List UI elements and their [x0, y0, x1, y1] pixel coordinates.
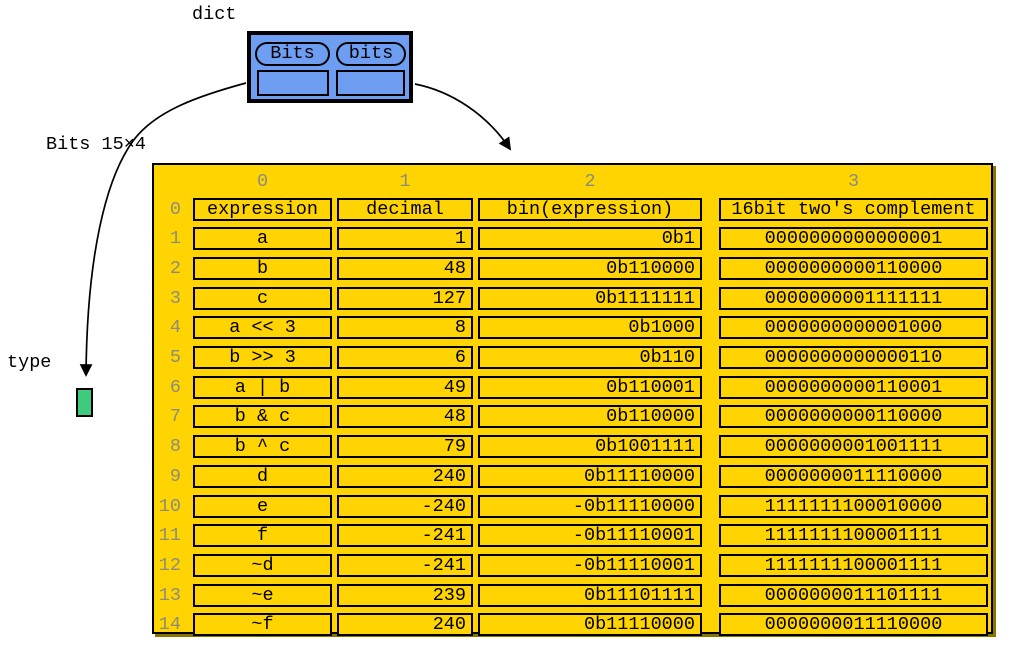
table-cell: 0000000000110000 — [719, 256, 988, 280]
table-cell: 0000000000001000 — [719, 316, 988, 340]
table-cell: 48 — [337, 256, 473, 280]
table-cell: -241 — [337, 553, 473, 577]
table-cell: 240 — [337, 464, 473, 488]
row-index: 5 — [169, 347, 181, 368]
dict-node: Bits bits — [247, 31, 413, 103]
table-cell: a << 3 — [193, 316, 332, 340]
table-cell: b >> 3 — [193, 346, 332, 369]
table-cell: 0b1000 — [478, 316, 702, 340]
table-cell: 0b11110000 — [478, 613, 702, 637]
table-cell: 0000000000110000 — [719, 405, 988, 429]
type-label: type — [7, 352, 52, 373]
table-cell: 16bit two's complement — [719, 197, 988, 221]
table-cell: 1111111100001111 — [719, 524, 988, 548]
table-cell: 0000000011110000 — [719, 613, 988, 637]
table-cell: 48 — [337, 405, 473, 429]
table-cell: 240 — [337, 613, 473, 637]
table-cell: 0000000000000110 — [719, 346, 988, 369]
table-cell: 6 — [337, 346, 473, 369]
table-cell: 0000000001111111 — [719, 286, 988, 310]
row-index: 12 — [158, 554, 181, 576]
row-index: 7 — [169, 406, 181, 428]
table-cell: e — [193, 494, 332, 518]
table-cell: f — [193, 524, 332, 548]
row-index: 13 — [158, 584, 181, 606]
table-cell: 0b11101111 — [478, 583, 702, 607]
type-node — [76, 388, 93, 417]
table-cell: 79 — [337, 435, 473, 459]
table-cell: 0b110000 — [478, 405, 702, 429]
table-cell: b ^ c — [193, 435, 332, 459]
table-cell: 0000000011110000 — [719, 464, 988, 488]
table-cell: -0b11110001 — [478, 553, 702, 577]
table-cell: 1 — [337, 227, 473, 251]
table-cell: 0000000000000001 — [719, 227, 988, 251]
row-index: 9 — [169, 465, 181, 487]
column-index: 0 — [256, 171, 269, 192]
table-cell: 0000000001001111 — [719, 435, 988, 459]
row-index: 1 — [169, 228, 181, 250]
edge-bits-to-table — [414, 83, 512, 151]
table-cell: 0000000011101111 — [719, 583, 988, 607]
row-index: 11 — [158, 525, 181, 547]
table-cell: decimal — [337, 197, 473, 221]
row-index: 4 — [169, 317, 181, 339]
table-cell: a — [193, 227, 332, 251]
table-cell: ~f — [193, 613, 332, 637]
table-cell: -0b11110000 — [478, 494, 702, 518]
table-cell: 0b110001 — [478, 375, 702, 399]
table-cell: 0000000000110001 — [719, 375, 988, 399]
dict-value-slot — [257, 70, 329, 96]
row-index: 10 — [158, 495, 181, 517]
table-cell: a | b — [193, 375, 332, 399]
table-cell: 0b11110000 — [478, 464, 702, 488]
table-cell: 8 — [337, 316, 473, 340]
dict-key-pill: Bits — [255, 42, 330, 66]
table-cell: -0b11110001 — [478, 524, 702, 548]
dict-label: dict — [192, 4, 237, 25]
table-cell: 0b110 — [478, 346, 702, 369]
table-cell: ~e — [193, 583, 332, 607]
row-index: 6 — [169, 376, 181, 398]
table-cell: -240 — [337, 494, 473, 518]
row-index: 8 — [169, 436, 181, 458]
table-cell: b — [193, 256, 332, 280]
dict-value-slot — [336, 70, 405, 96]
dict-key-pill: bits — [336, 42, 406, 66]
table-cell: d — [193, 464, 332, 488]
row-index: 3 — [169, 287, 181, 309]
table-cell: 0b110000 — [478, 256, 702, 280]
column-index: 2 — [584, 171, 596, 192]
table-cell: 0b1111111 — [478, 286, 702, 310]
table-cell: 239 — [337, 583, 473, 607]
table-cell: 1111111100001111 — [719, 553, 988, 577]
table-cell: 0b1 — [478, 227, 702, 251]
table-cell: b & c — [193, 405, 332, 429]
row-index: 0 — [169, 198, 181, 220]
table-cell: expression — [193, 197, 332, 221]
column-index: 3 — [847, 171, 860, 192]
table-cell: 1111111100010000 — [719, 494, 988, 518]
column-index: 1 — [399, 171, 411, 192]
row-index: 2 — [169, 257, 181, 279]
table-cell: c — [193, 286, 332, 310]
row-index: 14 — [158, 614, 181, 636]
table-cell: ~d — [193, 553, 332, 577]
table-cell: bin(expression) — [478, 197, 702, 221]
table-cell: 0b1001111 — [478, 435, 702, 459]
table-cell: 49 — [337, 375, 473, 399]
table-cell: 127 — [337, 286, 473, 310]
table-cell: -241 — [337, 524, 473, 548]
object-label: Bits 15×4 — [46, 134, 146, 155]
